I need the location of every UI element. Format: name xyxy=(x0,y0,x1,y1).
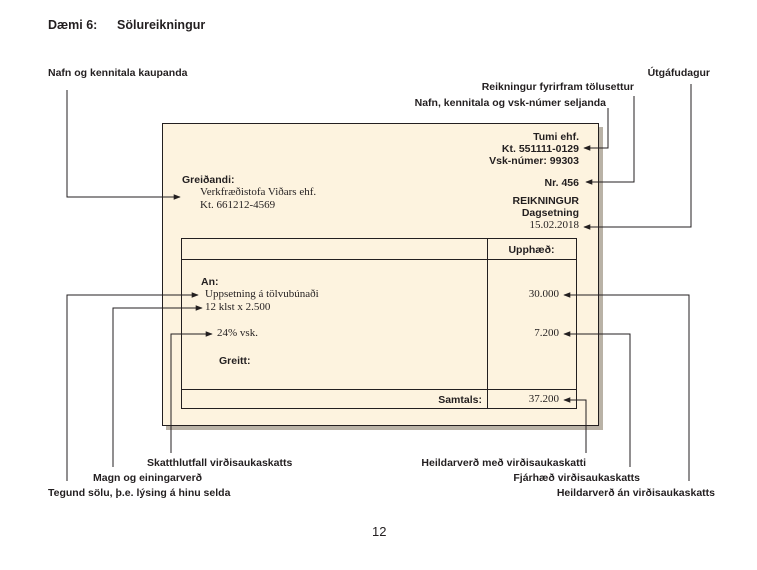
for-label: An: xyxy=(201,276,219,288)
seller-kennitala: Kt. 551111-0129 xyxy=(501,143,579,155)
arrow-total-excl-vat xyxy=(563,292,690,481)
arrow-total-incl-vat xyxy=(563,397,587,453)
arrow-quantity xyxy=(112,305,203,467)
label-quantity: Magn og einingarverð xyxy=(93,472,203,484)
amount-column-header: Upphæð: xyxy=(508,244,555,256)
label-vat-amount: Fjárhæð virðisaukaskatts xyxy=(513,472,640,484)
label-invoice-number: Reikningur fyrirfram tölusettur xyxy=(481,81,634,93)
payer-kennitala: Kt. 661212-4569 xyxy=(200,199,276,211)
arrow-issue-date xyxy=(583,84,692,230)
label-seller: Nafn, kennitala og vsk-númer seljanda xyxy=(414,97,606,109)
label-total-excl-vat: Heildarverð án virðisaukaskatts xyxy=(556,487,715,499)
item-detail: 12 klst x 2.500 xyxy=(205,301,271,313)
invoice-date: 15.02.2018 xyxy=(529,219,580,231)
seller-name: Tumi ehf. xyxy=(533,131,579,143)
vat-amount: 7.200 xyxy=(534,327,559,339)
total-label: Samtals: xyxy=(438,394,482,406)
arrow-invoice-number xyxy=(585,96,635,185)
paid-label: Greitt: xyxy=(219,355,251,367)
total-amount: 37.200 xyxy=(528,393,559,405)
page-title: Sölureikningur xyxy=(117,18,206,32)
item-description: Uppsetning á tölvubúnaði xyxy=(205,288,319,300)
label-buyer: Nafn og kennitala kaupanda xyxy=(48,67,188,79)
page-number: 12 xyxy=(372,524,387,539)
label-vat-rate: Skatthlutfall virðisaukaskatts xyxy=(147,457,293,469)
line-items-table xyxy=(181,238,577,409)
arrow-vat-amount xyxy=(563,331,631,467)
item-amount: 30.000 xyxy=(528,288,559,300)
arrow-seller xyxy=(583,108,609,151)
arrow-buyer xyxy=(66,90,181,200)
invoice-document: Tumi ehf. Kt. 551111-0129 Vsk-númer: 993… xyxy=(162,123,599,426)
payer-name: Verkfræðistofa Viðars ehf. xyxy=(200,186,317,198)
example-number: Dæmi 6: xyxy=(48,18,98,32)
vat-line: 24% vsk. xyxy=(217,327,258,339)
label-total-incl-vat: Heildarverð með virðisaukaskatti xyxy=(421,457,586,469)
label-issue-date: Útgáfudagur xyxy=(647,67,710,79)
invoice-doc-title: REIKNINGUR xyxy=(512,195,579,207)
arrow-vat-rate xyxy=(170,331,213,453)
invoice-number: Nr. 456 xyxy=(544,177,579,189)
date-label: Dagsetning xyxy=(521,207,579,219)
seller-vsk-number: Vsk-númer: 99303 xyxy=(489,155,579,167)
label-sale-type: Tegund sölu, þ.e. lýsing á hinu selda xyxy=(48,487,231,499)
payer-label: Greiðandi: xyxy=(182,174,235,186)
arrow-sale-type xyxy=(66,292,199,481)
